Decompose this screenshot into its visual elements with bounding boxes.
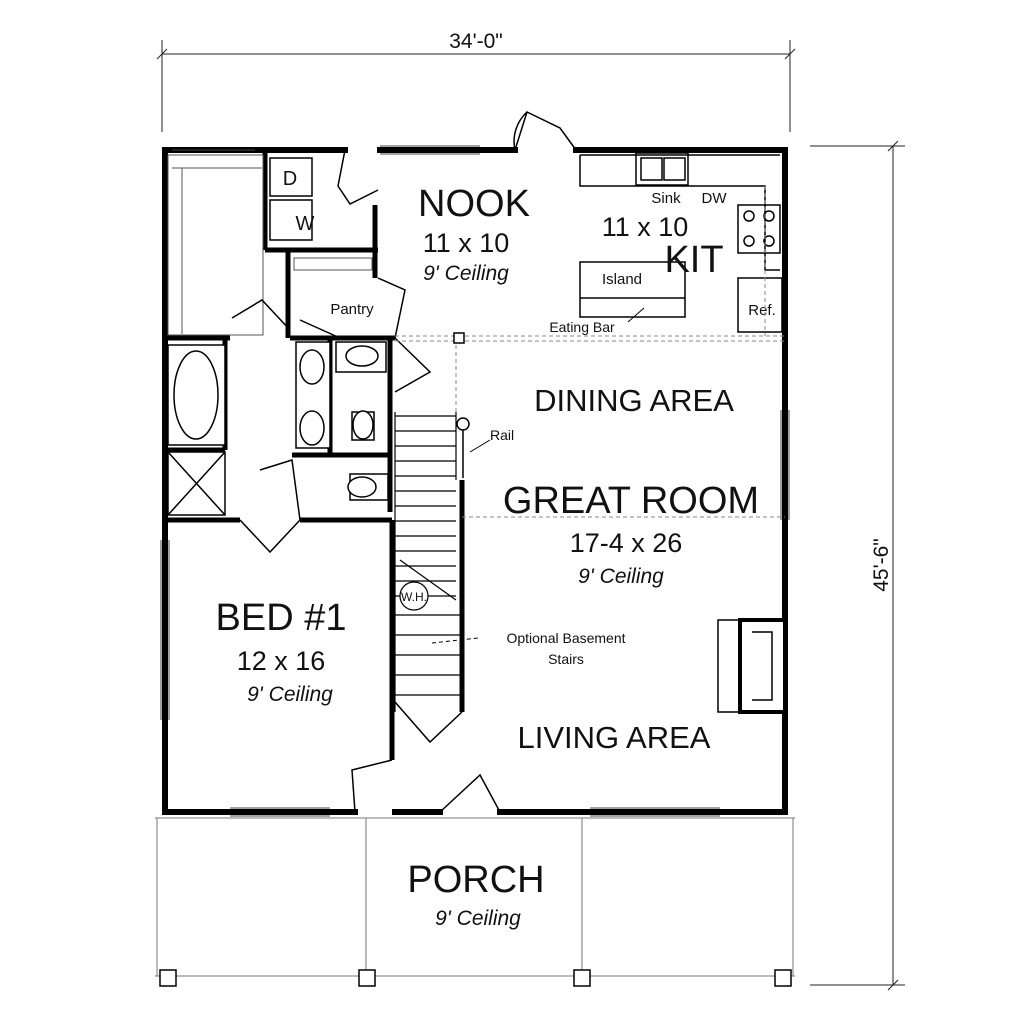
basement-stairs-label: Optional Basement bbox=[506, 630, 625, 646]
porch bbox=[155, 817, 795, 977]
sink-label: Sink bbox=[651, 190, 681, 207]
stair-tread bbox=[399, 559, 457, 601]
bed1-ceiling: 9' Ceiling bbox=[247, 683, 333, 706]
bathtub-icon bbox=[173, 350, 219, 440]
porch-label: PORCH bbox=[407, 859, 544, 901]
great-room-size: 17-4 x 26 bbox=[570, 528, 683, 558]
depth-dimension bbox=[810, 140, 905, 991]
lav-sink-icon bbox=[345, 345, 379, 367]
closet-lines bbox=[167, 154, 373, 336]
kitchen-fixtures bbox=[579, 152, 783, 333]
wh-label: W.H. bbox=[401, 590, 427, 604]
kitchen-sink-icon bbox=[635, 152, 689, 186]
dryer-label: D bbox=[283, 168, 297, 190]
dw-label: DW bbox=[702, 190, 728, 207]
water-heater-icon bbox=[399, 581, 429, 611]
refrigerator-icon bbox=[737, 277, 783, 333]
bath-fixtures bbox=[167, 341, 389, 516]
eating-bar-leader bbox=[627, 307, 645, 323]
island bbox=[579, 261, 686, 318]
kitchen-label: KIT bbox=[664, 239, 723, 281]
rail-label: Rail bbox=[490, 427, 514, 443]
windows bbox=[160, 145, 790, 817]
eating-bar-label: Eating Bar bbox=[549, 319, 615, 335]
range-icon bbox=[737, 204, 781, 254]
nook-label: NOOK bbox=[418, 183, 530, 225]
width-dimension-label: 34'-0" bbox=[449, 30, 503, 53]
vanity-sink-icon bbox=[299, 410, 325, 446]
doors bbox=[231, 110, 577, 813]
dining-label: DINING AREA bbox=[534, 383, 734, 418]
washer-icon bbox=[269, 199, 313, 241]
great-room-label: GREAT ROOM bbox=[503, 480, 759, 522]
depth-dimension-label: 45'-6" bbox=[870, 538, 893, 592]
bed1-size: 12 x 16 bbox=[237, 646, 326, 676]
post bbox=[453, 332, 465, 344]
nook-size: 11 x 10 bbox=[423, 228, 510, 258]
living-label: LIVING AREA bbox=[518, 720, 711, 755]
dryer-icon bbox=[269, 157, 313, 197]
kitchen-size: 11 x 10 bbox=[602, 212, 689, 242]
vanity-sink-icon bbox=[299, 349, 325, 385]
laundry bbox=[269, 157, 313, 241]
island-label: Island bbox=[602, 271, 642, 288]
bed1-label: BED #1 bbox=[216, 597, 347, 639]
porch-ceiling: 9' Ceiling bbox=[435, 907, 521, 930]
great-room-ceiling: 9' Ceiling bbox=[578, 565, 664, 588]
pantry-label: Pantry bbox=[330, 301, 374, 318]
fireplace-icon bbox=[717, 618, 787, 714]
width-dimension bbox=[156, 40, 796, 132]
stairs bbox=[394, 412, 462, 712]
basement-stairs-label-2: Stairs bbox=[548, 651, 584, 667]
rail-post-icon bbox=[456, 417, 470, 431]
ref-label: Ref. bbox=[748, 302, 776, 319]
washer-label: W bbox=[296, 213, 315, 235]
nook-ceiling: 9' Ceiling bbox=[423, 262, 509, 285]
porch-posts bbox=[159, 969, 792, 987]
